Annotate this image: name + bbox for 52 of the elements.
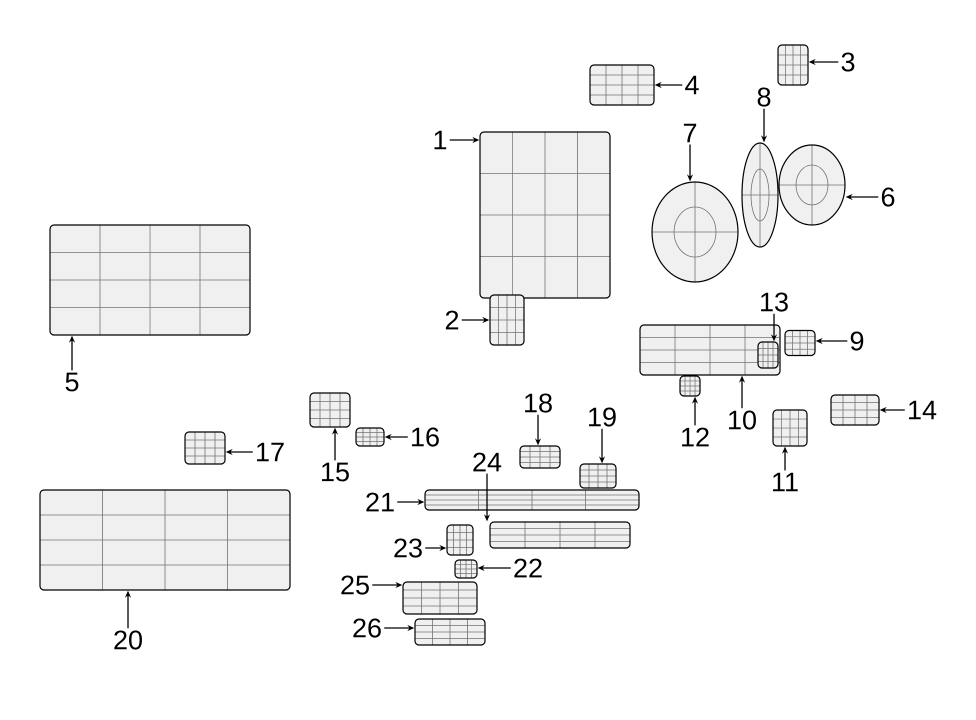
callout-number: 25 bbox=[341, 575, 369, 595]
callout-number: 17 bbox=[257, 442, 284, 462]
part-drawing bbox=[402, 581, 478, 615]
callout-number: 16 bbox=[412, 427, 439, 447]
callout-number: 11 bbox=[773, 472, 798, 492]
part-drawing bbox=[454, 559, 478, 579]
callout-number: 5 bbox=[66, 372, 78, 392]
callout-number: 9 bbox=[850, 331, 864, 351]
callout-number: 8 bbox=[758, 87, 770, 107]
part-drawing bbox=[519, 445, 561, 469]
part-drawing bbox=[39, 489, 291, 591]
part-drawing bbox=[414, 618, 486, 646]
part-drawing bbox=[489, 521, 631, 549]
callout-number: 24 bbox=[473, 452, 502, 472]
part-drawing bbox=[579, 463, 617, 489]
part-drawing bbox=[479, 131, 611, 299]
part-drawing bbox=[309, 392, 351, 428]
part-drawing bbox=[489, 294, 525, 346]
callout-number: 1 bbox=[434, 130, 446, 150]
callout-number: 13 bbox=[761, 292, 788, 312]
callout-number: 26 bbox=[353, 618, 381, 638]
callout-number: 23 bbox=[394, 538, 422, 558]
part-drawing bbox=[639, 324, 781, 376]
callout-number: 15 bbox=[322, 462, 349, 482]
part-drawing bbox=[651, 181, 739, 283]
callout-number: 7 bbox=[684, 124, 696, 142]
part-drawing bbox=[679, 375, 701, 397]
part-drawing bbox=[772, 409, 808, 447]
callout-number: 12 bbox=[682, 428, 709, 446]
part-drawing bbox=[589, 64, 655, 106]
part-drawing bbox=[830, 394, 880, 426]
callout-number: 14 bbox=[909, 400, 936, 420]
part-drawing bbox=[741, 142, 779, 248]
callout-number: 4 bbox=[685, 76, 699, 94]
callout-number: 2 bbox=[446, 310, 458, 330]
part-drawing bbox=[446, 524, 474, 556]
part-drawing bbox=[184, 431, 226, 465]
part-drawing bbox=[49, 224, 251, 336]
callout-number: 10 bbox=[729, 410, 756, 430]
part-drawing bbox=[355, 427, 385, 447]
part-drawing bbox=[778, 144, 846, 226]
callout-number: 18 bbox=[525, 393, 552, 413]
part-drawing bbox=[424, 489, 640, 511]
part-drawing bbox=[757, 341, 779, 369]
callout-number: 6 bbox=[882, 187, 894, 207]
callout-number: 20 bbox=[114, 630, 142, 650]
callout-number: 21 bbox=[366, 492, 394, 512]
callout-number: 19 bbox=[589, 407, 616, 427]
part-drawing bbox=[784, 330, 816, 356]
part-drawing bbox=[777, 44, 809, 86]
callout-number: 3 bbox=[842, 52, 854, 72]
callout-number: 22 bbox=[514, 558, 542, 578]
